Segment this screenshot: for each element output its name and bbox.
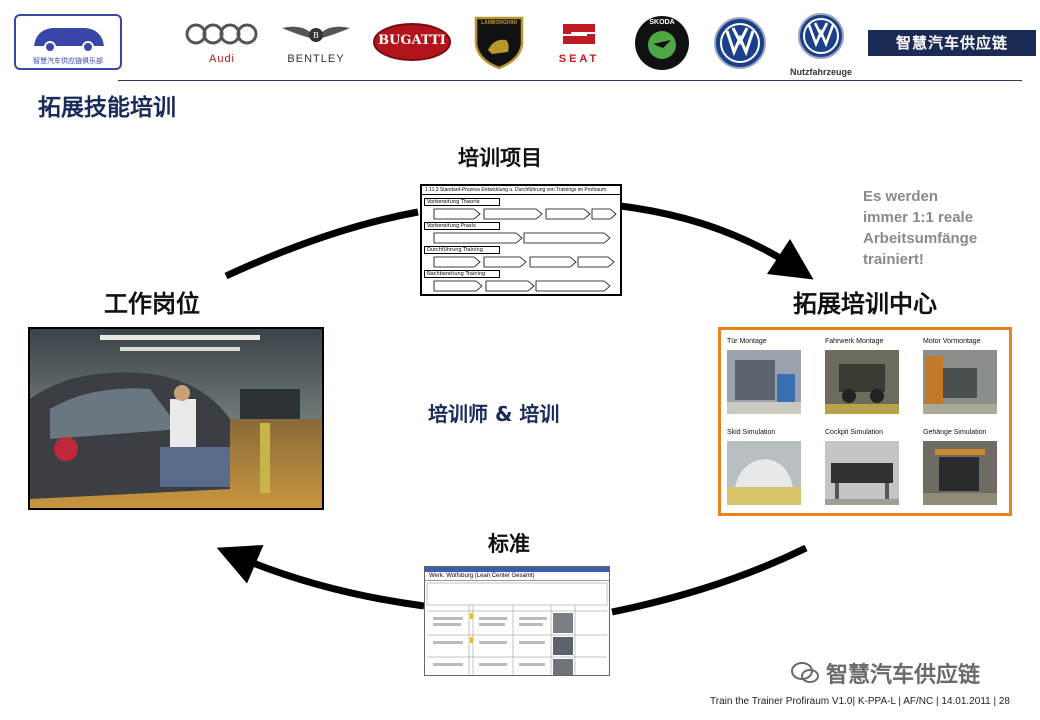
vw-nutz-roundel-icon <box>798 13 844 59</box>
audi-rings-icon <box>185 23 258 45</box>
process-section-title: Vorbereitung Praxis <box>424 222 500 230</box>
audi-label: Audi <box>208 53 236 65</box>
node-label-left: 工作岗位 <box>104 289 200 318</box>
seat-logo: SEAT <box>548 20 610 65</box>
training-cell-image <box>825 441 899 505</box>
watermark-text: 智慧汽车供应链 <box>826 663 981 688</box>
training-cell-image <box>727 441 801 505</box>
lamborghini-logo: LAMBORGHINI <box>472 14 526 75</box>
process-section: Nachbereitung Training <box>424 270 618 294</box>
bugatti-logo: BUGATTI <box>372 22 452 67</box>
training-cell-image <box>923 441 997 505</box>
audi-logo: Audi <box>184 22 260 65</box>
club-logo-name: IASC-CN <box>44 18 92 29</box>
lamborghini-shield-icon <box>474 16 524 70</box>
vw-logo <box>712 16 768 75</box>
arrow-left-to-top <box>224 208 419 280</box>
skoda-logo: SKODA <box>632 14 692 77</box>
training-cell: Gehänge Simulation <box>923 429 1003 509</box>
lamborghini-label: LAMBORGHINI <box>481 20 517 26</box>
standard-doc-title: Werk: Wolfsburg (Lean Center Gesamt) <box>425 572 609 581</box>
slide-footer: Train the Trainer Profiraum V1.0| K-PPA-… <box>710 696 1010 707</box>
arrow-top-to-right <box>619 202 814 280</box>
training-process-document: 1.11.3 Standard-Prozess Entwicklung u. D… <box>420 184 622 296</box>
process-steps-icon <box>433 208 617 220</box>
bentley-label: BENTLEY <box>287 53 345 65</box>
training-cell-caption: Motor Vormontage <box>923 338 981 345</box>
bentley-wings-icon: B <box>282 26 350 42</box>
training-cell: Skid Simulation <box>727 429 807 509</box>
training-cell-caption: Fahrwerk Montage <box>825 338 884 345</box>
side-note-line: immer 1:1 reale <box>863 209 974 226</box>
header-banner: 智慧汽车供应链 <box>868 30 1036 56</box>
node-label-right: 拓展培训中心 <box>793 289 937 318</box>
training-center-panel: Tür Montage Fahrwerk Montage Motor Vormo… <box>718 327 1012 516</box>
process-steps-icon <box>433 256 615 268</box>
club-logo-subtitle: 智慧汽车供应链俱乐部 <box>33 57 103 65</box>
arrow-right-to-bottom <box>611 544 808 616</box>
club-logo: IASC-CN 智慧汽车供应链俱乐部 <box>14 14 122 70</box>
assembly-line-image <box>30 329 322 508</box>
training-cell-image <box>825 350 899 414</box>
seat-label: SEAT <box>558 53 600 65</box>
standard-document: Werk: Wolfsburg (Lean Center Gesamt) <box>424 566 610 676</box>
vw-nutz-label: Nutzfahrzeuge <box>789 67 852 77</box>
slide-title: 拓展技能培训 <box>38 94 176 121</box>
training-cell: Cockpit Simulation <box>825 429 905 509</box>
vw-nutzfahrzeuge-logo: Nutzfahrzeuge <box>786 12 856 77</box>
process-section: Durchführung Training <box>424 246 618 273</box>
training-cell-caption: Cockpit Simulation <box>825 429 883 436</box>
training-cell-image <box>923 350 997 414</box>
skoda-label: SKODA <box>649 19 675 26</box>
training-cell-caption: Tür Montage <box>727 338 767 345</box>
bugatti-label: BUGATTI <box>378 33 446 48</box>
side-note-line: Arbeitsumfänge <box>863 230 978 247</box>
training-cell-caption: Gehänge Simulation <box>923 429 987 436</box>
skoda-arrow-icon <box>635 16 689 70</box>
side-note: Es werden immer 1:1 reale Arbeitsumfänge… <box>863 186 1013 270</box>
process-section: Vorbereitung Theorie <box>424 198 618 225</box>
training-cell: Tür Montage <box>727 338 807 418</box>
bentley-logo: B BENTLEY <box>280 20 352 65</box>
workplace-photo <box>28 327 324 510</box>
process-section-title: Nachbereitung Training <box>424 270 500 278</box>
process-section-title: Vorbereitung Theorie <box>424 198 500 206</box>
standard-doc-bar <box>425 567 609 572</box>
process-steps-icon <box>433 280 611 292</box>
svg-text:B: B <box>313 31 319 40</box>
bugatti-oval-icon <box>373 23 451 61</box>
training-cell-caption: Skid Simulation <box>727 429 776 436</box>
training-cell: Motor Vormontage <box>923 338 1003 418</box>
vw-roundel-icon <box>714 17 766 69</box>
header-divider <box>118 80 1022 81</box>
process-steps-icon <box>433 232 611 244</box>
arrow-bottom-to-left <box>216 544 425 610</box>
training-cell: Fahrwerk Montage <box>825 338 905 418</box>
side-note-line: trainiert! <box>863 251 924 268</box>
watermark: 智慧汽车供应链 <box>790 657 980 691</box>
training-cell-image <box>727 350 801 414</box>
node-label-bottom: 标准 <box>488 531 530 556</box>
standard-doc-table <box>426 582 608 675</box>
seat-s-icon <box>563 24 595 44</box>
car-logo-icon <box>34 28 104 52</box>
center-label: 培训师 & 培训 <box>428 402 560 426</box>
wechat-icon <box>790 661 820 691</box>
side-note-line: Es werden <box>863 188 939 205</box>
process-section-title: Durchführung Training <box>424 246 500 254</box>
node-label-top: 培训项目 <box>458 145 542 170</box>
process-section: Vorbereitung Praxis <box>424 222 618 249</box>
process-doc-heading: 1.11.3 Standard-Prozess Entwicklung u. D… <box>422 186 620 195</box>
